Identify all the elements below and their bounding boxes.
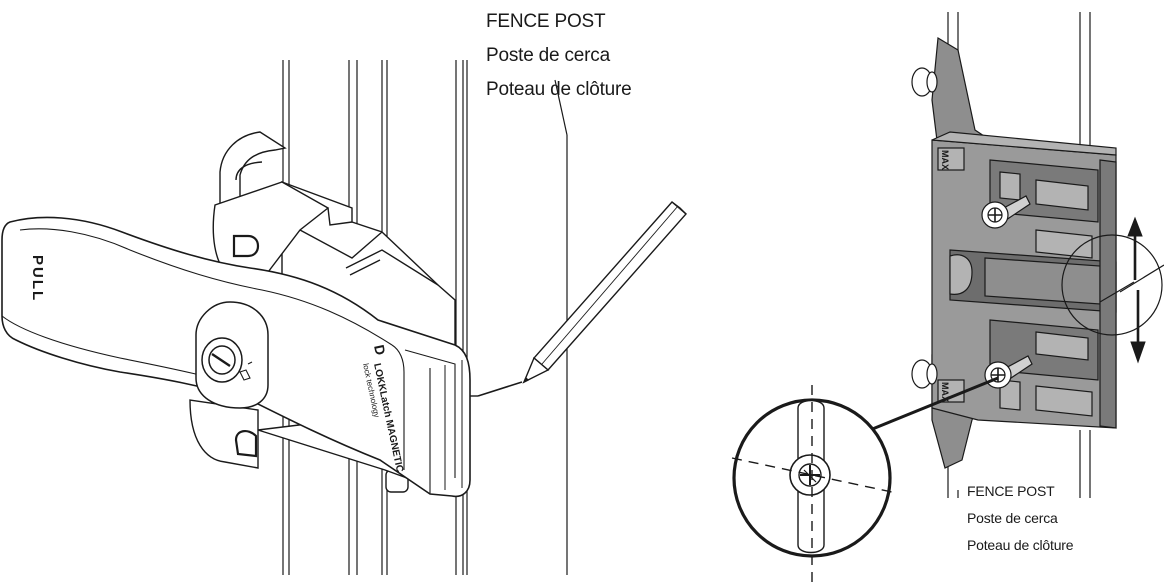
fence-post-label-top-en: FENCE POST — [486, 11, 606, 32]
side-screws — [911, 67, 938, 389]
fence-post-label-bottom-es: Poste de cerca — [967, 510, 1058, 526]
screw-detail-crosshair — [731, 385, 893, 583]
bracket-max-bottom: MAX — [940, 382, 950, 402]
fence-post-label-top: FENCE POST Poste de cerca Poteau de clôt… — [486, 8, 632, 104]
right-fence-post — [947, 12, 1091, 498]
adjust-arrows-icon — [1127, 216, 1146, 364]
mounting-bracket — [931, 36, 1117, 469]
pencil-icon — [477, 201, 687, 397]
fence-post-label-top-es: Poste de cerca — [486, 45, 610, 66]
bracket-screws — [981, 195, 1033, 389]
fence-post-label-bottom: FENCE POST Poste de cerca Poteau de clôt… — [967, 480, 1074, 557]
fence-post-label-bottom-en: FENCE POST — [967, 483, 1055, 499]
screw-detail-magnifier — [732, 376, 999, 558]
latch-pull-text: PULL — [29, 255, 46, 302]
fence-post-label-top-fr: Poteau de clôture — [486, 79, 632, 100]
fence-post-label-bottom-fr: Poteau de clôture — [967, 537, 1074, 553]
bracket-max-top: MAX — [940, 150, 950, 170]
key-cylinder — [195, 301, 269, 409]
latch-d-mark: D — [371, 343, 389, 356]
adjustment-callout — [1061, 234, 1164, 336]
